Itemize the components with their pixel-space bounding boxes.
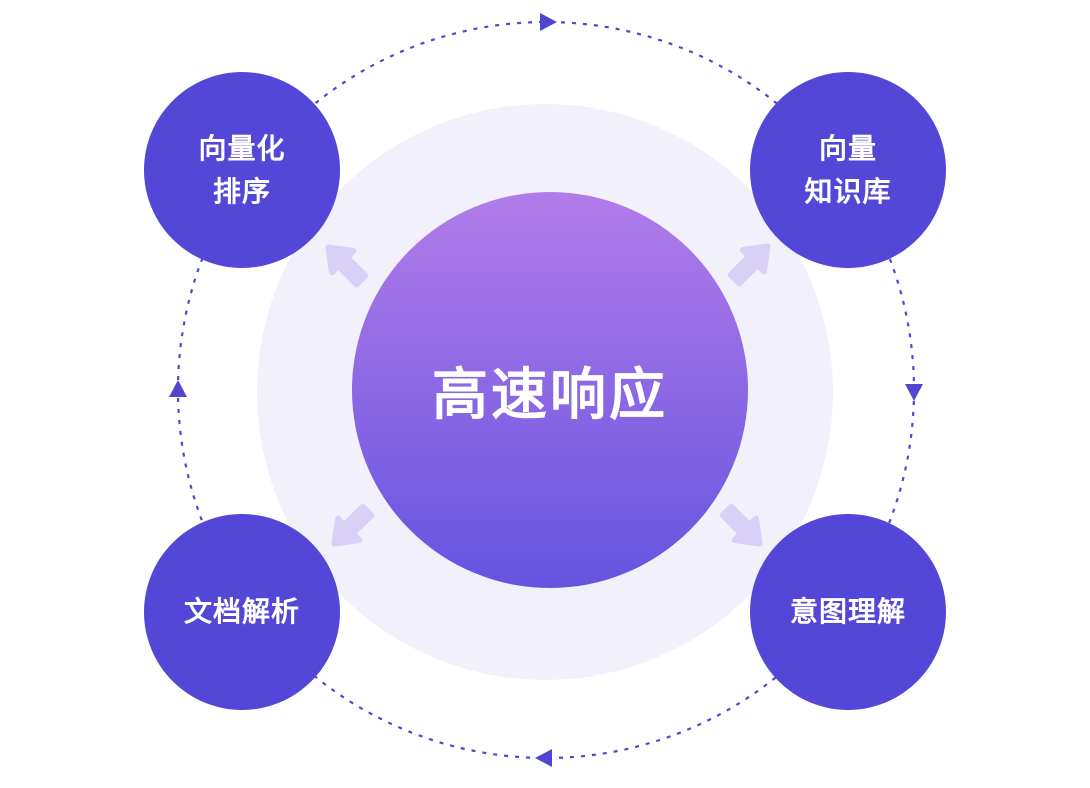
- arrow-to-vector-knowledge-base-icon: [715, 225, 789, 299]
- orbit-arrow-left-icon: [169, 380, 187, 397]
- node-vectorize-sort-line-1: 向量化: [198, 132, 286, 164]
- node-intent-understanding-line-1: 意图理解: [789, 596, 906, 628]
- node-document-parsing-line-1: 文档解析: [183, 596, 300, 628]
- node-vectorize-sort: 向量化 排序: [144, 72, 340, 268]
- node-vectorize-sort-line-2: 排序: [212, 176, 271, 207]
- arrow-to-intent-understanding-icon: [707, 491, 781, 565]
- orbit-arrow-bottom-icon: [535, 749, 552, 767]
- node-vector-knowledge-base: 向量 知识库: [750, 72, 946, 268]
- orbit-arrow-top-icon: [540, 13, 557, 31]
- node-intent-understanding: 意图理解: [750, 514, 946, 710]
- center-node: 高速响应: [352, 192, 748, 588]
- node-vector-knowledge-base-line-1: 向量: [818, 132, 877, 164]
- node-document-parsing: 文档解析: [144, 514, 340, 710]
- arrow-to-vectorize-sort-icon: [307, 226, 381, 300]
- center-node-label: 高速响应: [432, 362, 668, 426]
- arrow-to-document-parsing-icon: [313, 491, 387, 565]
- node-vector-knowledge-base-line-2: 知识库: [804, 176, 892, 207]
- orbit-arrow-right-icon: [905, 384, 923, 401]
